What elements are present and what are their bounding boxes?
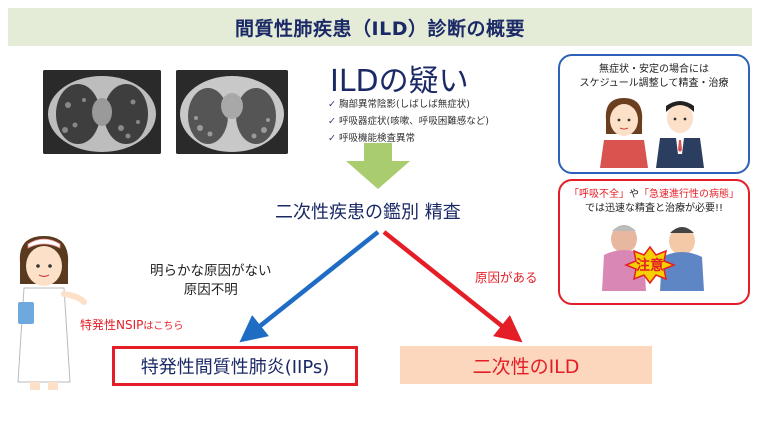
- no-cause-label: 明らかな原因がない 原因不明: [150, 263, 272, 298]
- warning-badge: 注意: [623, 245, 677, 285]
- nurse-illustration: [17, 236, 87, 390]
- symptom-item: 呼吸機能検査異常: [328, 130, 489, 147]
- ct-image-left: [43, 70, 161, 154]
- page-title: 間質性肺疾患（ILD）診断の概要: [8, 8, 752, 46]
- nsip-link[interactable]: 特発性NSIPはこちら: [80, 318, 184, 332]
- has-cause-label: 原因がある: [475, 270, 538, 285]
- patient-and-doctor-illustration: [600, 98, 704, 168]
- symptom-item: 胸部異常陰影(しばしば無症状): [328, 96, 489, 113]
- iips-box: 特発性間質性肺炎(IIPs): [112, 346, 358, 386]
- ild-suspicion-title: ILDの疑い: [330, 64, 469, 99]
- down-arrow-icon: [346, 143, 410, 189]
- arrow-to-secondary: [382, 230, 523, 343]
- secondary-ild-box: 二次性のILD: [400, 346, 652, 384]
- differential-diagnosis-title: 二次性疾患の鑑別 精査: [275, 202, 461, 223]
- symptom-list: 胸部異常陰影(しばしば無症状) 呼吸器症状(咳嗽、呼吸困難感など) 呼吸機能検査…: [328, 96, 489, 147]
- stable-case-panel: 無症状・安定の場合には スケジュール調整して精査・治療: [558, 54, 750, 174]
- arrow-to-iips: [239, 230, 380, 343]
- urgent-line-1: 「呼吸不全」や「急速進行性の病態」: [569, 189, 739, 200]
- symptom-item: 呼吸器症状(咳嗽、呼吸困難感など): [328, 113, 489, 130]
- ct-image-right: [176, 70, 288, 154]
- warning-badge-text: 注意: [636, 257, 664, 274]
- urgent-case-panel: 「呼吸不全」や「急速進行性の病態」 では迅速な精査と治療が必要!! 注意: [558, 179, 750, 305]
- patients-in-distress-illustration: 注意: [602, 225, 704, 291]
